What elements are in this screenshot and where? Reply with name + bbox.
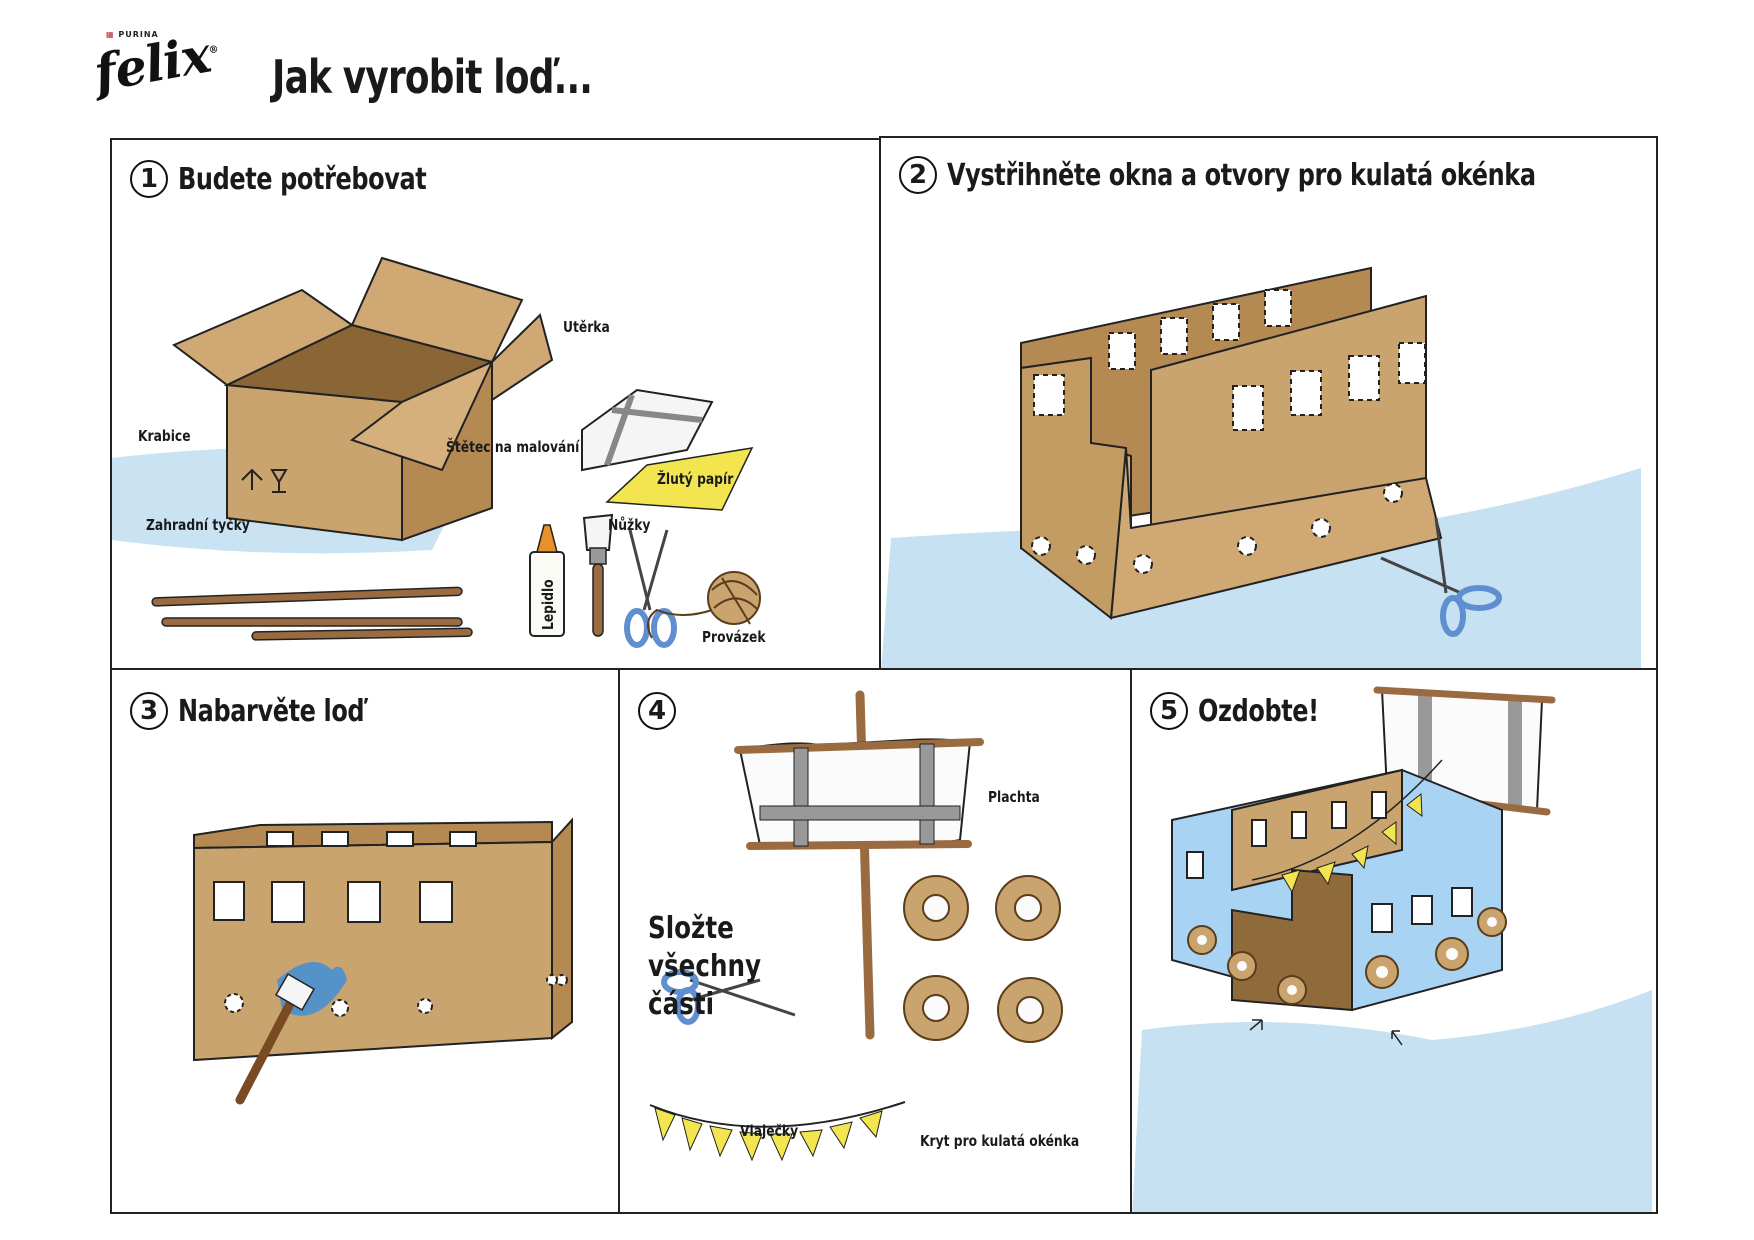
step-5-number: 5 <box>1150 692 1188 730</box>
step-1-heading: 1 Budete potřebovat <box>130 160 488 198</box>
step-2-heading: 2 Vystřihněte okna a otvory pro kulatá o… <box>899 156 1656 194</box>
step-4-number: 4 <box>638 692 676 730</box>
step-2-panel: 2 Vystřihněte okna a otvory pro kulatá o… <box>879 136 1658 670</box>
purina-checkerboard-icon: ▦ <box>106 30 115 39</box>
porthole-lids-label: Kryt pro kulatá okénka <box>920 1132 1080 1150</box>
glue-label: Lepidlo <box>539 579 557 630</box>
brush-label: Štětec na malování <box>446 438 580 456</box>
step-3-panel: 3 Nabarvěte loď <box>110 668 620 1214</box>
step-2-number: 2 <box>899 156 937 194</box>
step-5-title: Ozdobte! <box>1198 693 1319 729</box>
yellow-paper-label: Žlutý papír <box>657 470 734 488</box>
step-1-title: Budete potřebovat <box>178 161 427 197</box>
supplies-illustration <box>112 256 761 648</box>
step-4-heading: 4 <box>638 692 686 730</box>
sail-illustration <box>734 690 984 1040</box>
towel-illustration <box>581 388 714 472</box>
sticks-label: Zahradní tyčky <box>146 516 250 534</box>
registered-icon: ® <box>207 44 219 57</box>
felix-logo: ▦ PURINA felix® <box>90 25 240 120</box>
step-5-panel: 5 Ozdobte! <box>1130 668 1658 1214</box>
assemble-text: Složte všechny části <box>648 911 762 1022</box>
page-title: Jak vyrobit loď... <box>272 50 593 104</box>
step-3-title: Nabarvěte loď <box>178 693 365 729</box>
step-3-number: 3 <box>130 692 168 730</box>
bunting-label: Vlaječky <box>740 1122 799 1140</box>
sticks-illustration <box>151 586 473 641</box>
box-label: Krabice <box>138 427 191 445</box>
step-5-heading: 5 Ozdobte! <box>1150 692 1349 730</box>
sail-label: Plachta <box>988 788 1040 806</box>
box-illustration <box>112 256 554 554</box>
paint-brush-illustration <box>235 962 347 1105</box>
bunting-illustration <box>649 1101 906 1162</box>
string-ball-illustration <box>647 571 761 639</box>
purina-mark: ▦ PURINA <box>106 30 159 39</box>
towel-label: Utěrka <box>563 318 610 336</box>
scissors-icon <box>1380 517 1502 637</box>
step-2-title: Vystřihněte okna a otvory pro kulatá oké… <box>947 157 1536 193</box>
scissors-icon <box>661 969 796 1025</box>
cut-box-illustration <box>881 266 1641 668</box>
step-1-panel: 1 Budete potřebovat <box>110 138 881 670</box>
painted-box-illustration <box>193 817 573 1105</box>
step-3-heading: 3 Nabarvěte loď <box>130 692 411 730</box>
yellow-paper-illustration <box>605 447 754 511</box>
scissors-label: Nůžky <box>608 516 651 534</box>
paint-brush-illustration <box>582 513 614 637</box>
parts-illustration <box>649 690 1063 1162</box>
finished-boat-illustration <box>1132 686 1652 1212</box>
porthole-lids-illustration <box>903 875 1063 1043</box>
step-1-number: 1 <box>130 160 168 198</box>
purina-text: PURINA <box>118 30 159 39</box>
step-4-panel: 4 <box>618 668 1132 1214</box>
glue-bottle-illustration <box>529 524 565 637</box>
string-label: Provázek <box>702 628 766 646</box>
scissors-icon <box>624 529 677 648</box>
